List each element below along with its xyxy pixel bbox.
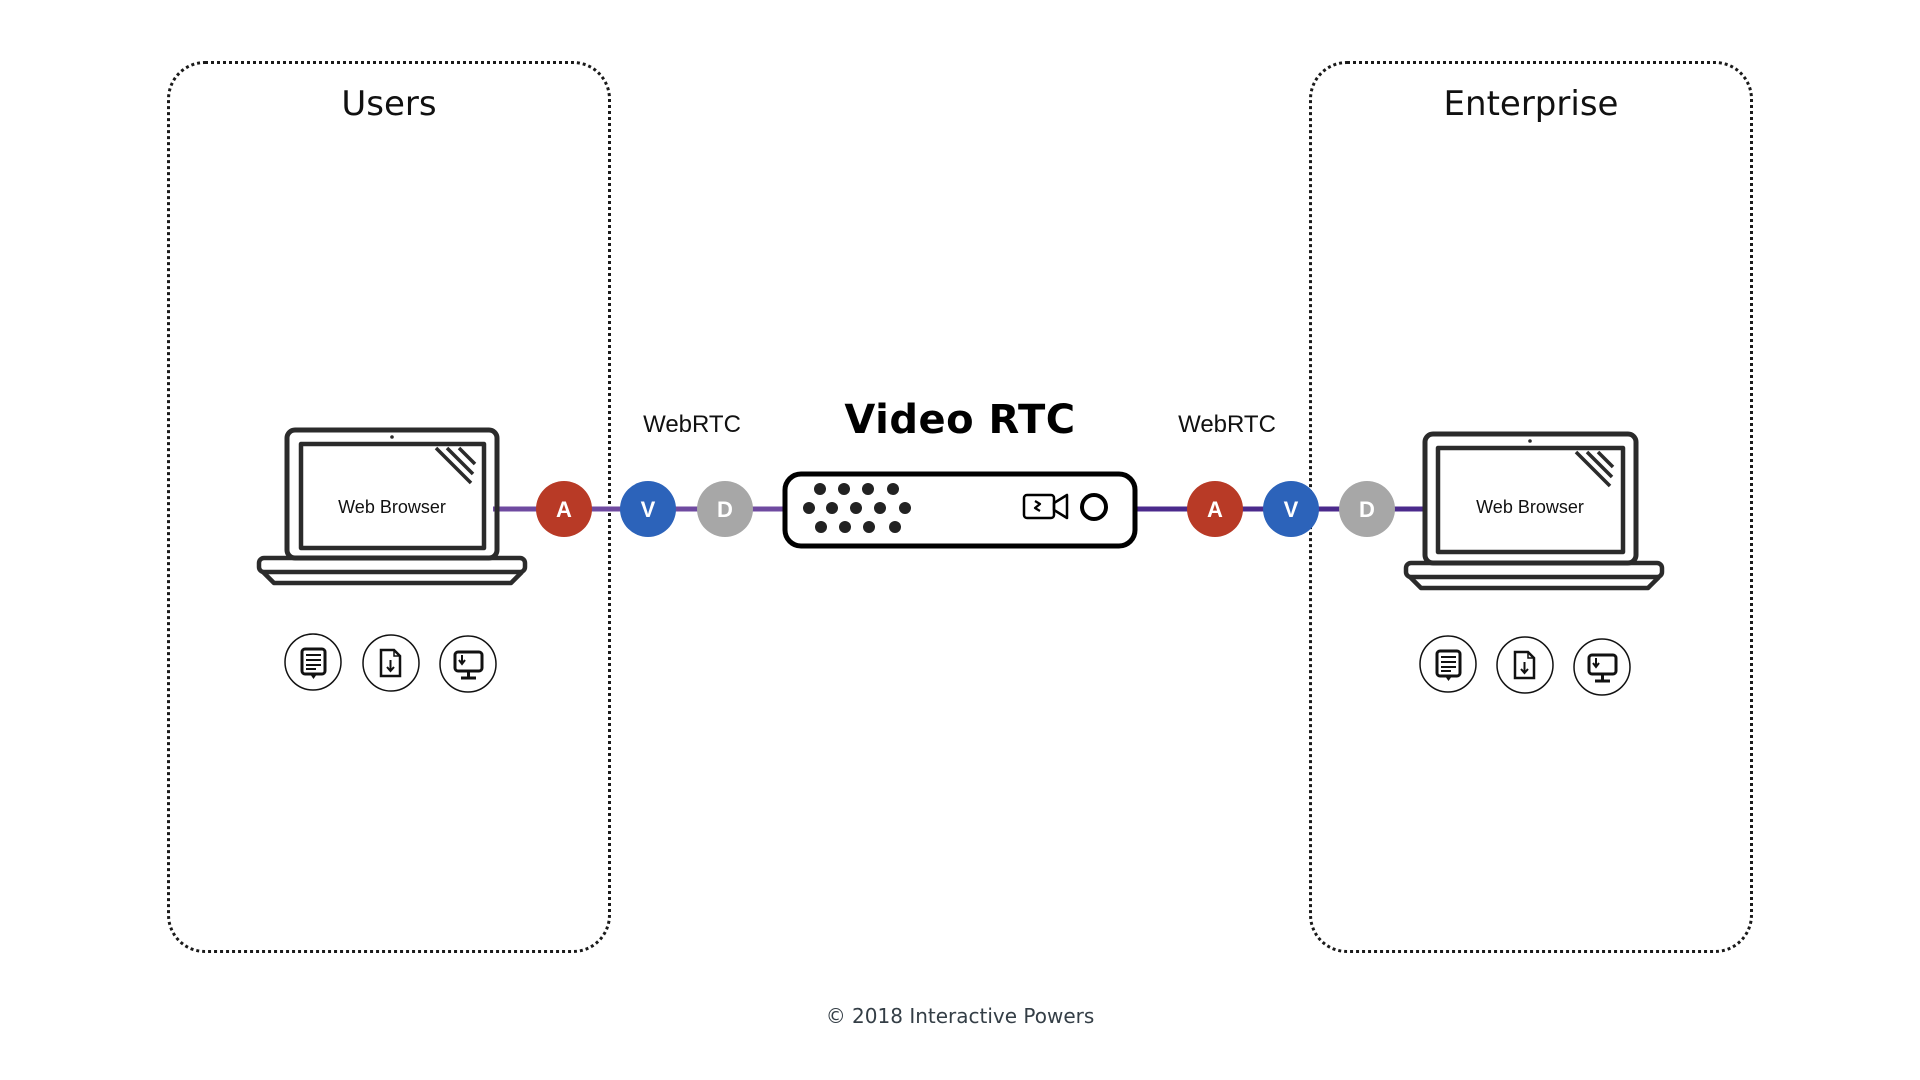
grille-dot [899,502,911,514]
enterprise-client-label: Web Browser [1476,497,1584,517]
video-camera-icon [1022,493,1069,520]
channel-badge-audio: A [1187,481,1243,537]
chat-document-icon [284,633,342,691]
channel-letter-video: V [641,497,656,522]
copyright-footer: © 2018 Interactive Powers [825,1004,1095,1028]
record-button-icon [1080,493,1108,521]
screen-share-icon [439,635,497,693]
protocol-label-left: WebRTC [643,411,741,438]
channel-badge-data: D [697,481,753,537]
grille-dot [838,483,850,495]
grille-dot [850,502,862,514]
enterprise-zone-title: Enterprise [1443,84,1619,124]
users-zone-title: Users [341,84,437,124]
channel-letter-data: D [1359,497,1375,522]
file-download-icon [362,634,420,692]
grille-dot [887,483,899,495]
grille-dot [874,502,886,514]
grille-dot [862,483,874,495]
speaker-grille-icon [803,483,911,533]
channel-circle-data [1339,481,1395,537]
channel-circle-audio [1187,481,1243,537]
video-rtc-device [782,471,1138,549]
users-client-label: Web Browser [338,497,446,517]
channel-letter-video: V [1284,497,1299,522]
channel-circle-data [697,481,753,537]
channel-badge-video: V [620,481,676,537]
channel-circle-audio [536,481,592,537]
channel-letter-audio: A [1207,497,1223,522]
grille-dot [803,502,815,514]
channel-letter-data: D [717,497,733,522]
grille-dot [839,521,851,533]
laptop-icon-users [256,427,528,586]
device-title: Video RTC [844,397,1076,443]
protocol-label-right: WebRTC [1178,411,1276,438]
grille-dot [826,502,838,514]
grille-dot [889,521,901,533]
channel-circle-video [1263,481,1319,537]
grille-dot [814,483,826,495]
channel-circle-video [620,481,676,537]
channel-badge-data: D [1339,481,1395,537]
channel-badge-audio: A [536,481,592,537]
chat-document-icon [1419,635,1477,693]
screen-share-icon [1573,638,1631,696]
capabilities-enterprise [1419,635,1631,696]
channel-badge-video: V [1263,481,1319,537]
laptop-icon-enterprise [1403,431,1665,591]
file-download-icon [1496,636,1554,694]
grille-dot [815,521,827,533]
grille-dot [863,521,875,533]
channel-letter-audio: A [556,497,572,522]
capabilities-users [284,633,497,693]
